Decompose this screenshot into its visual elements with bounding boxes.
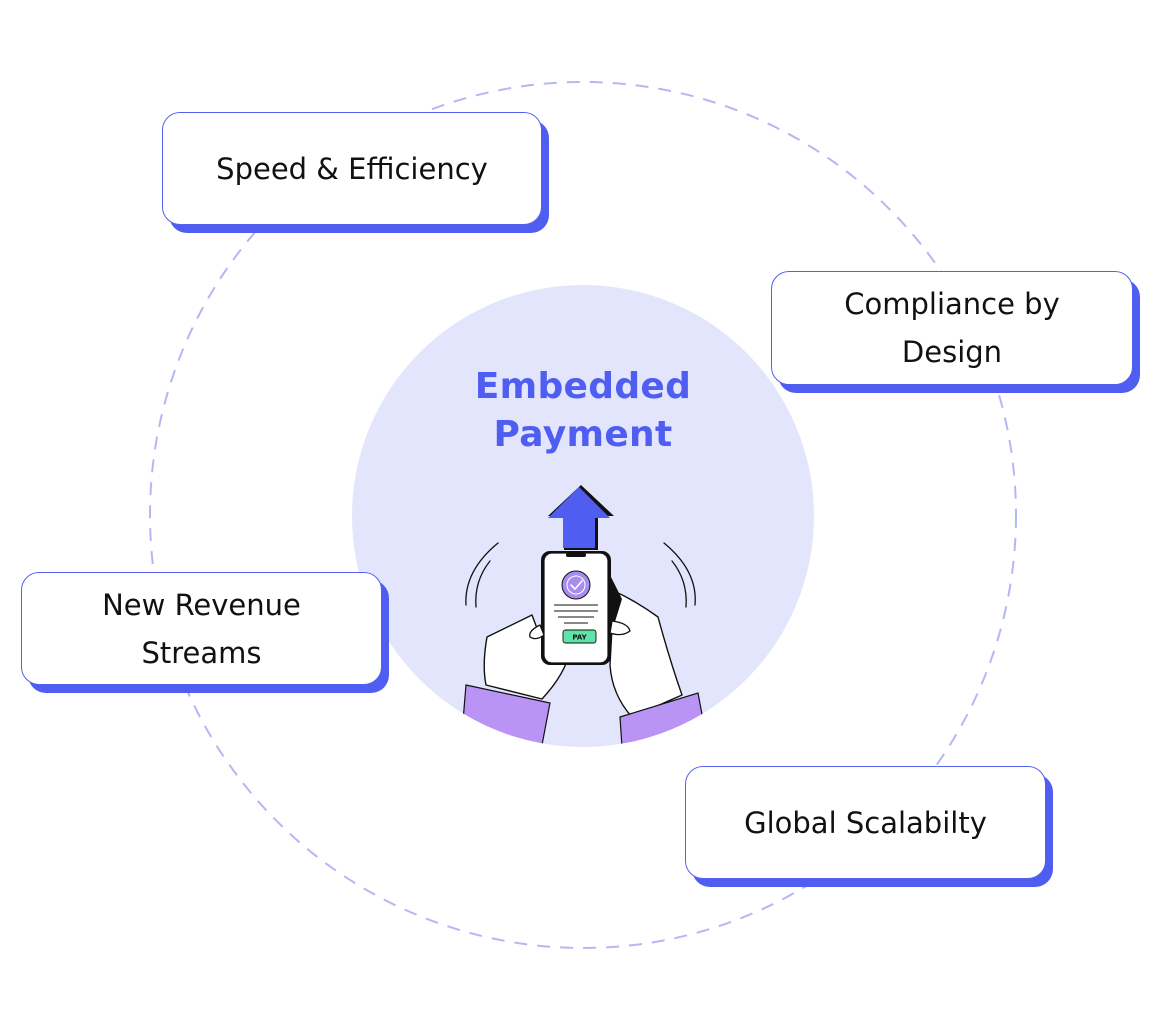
center-title: Embedded Payment <box>352 363 814 459</box>
right-hand-icon <box>606 575 705 747</box>
pay-button[interactable] <box>562 629 597 644</box>
fingers-icon <box>529 620 631 640</box>
card-label-line2: Design <box>901 335 1003 369</box>
card-label: Global Scalabilty <box>744 805 987 840</box>
center-title-line1: Embedded <box>474 366 692 407</box>
feature-card-speed-efficiency: Speed & Efficiency <box>162 112 542 225</box>
feature-card-compliance-by-design: Compliance by Design <box>771 271 1133 385</box>
card-label-line1: New Revenue <box>102 587 301 622</box>
center-title-line2: Payment <box>493 414 673 455</box>
payment-illustration: PAY <box>461 485 705 747</box>
card-label-line1: Compliance by <box>844 287 1060 321</box>
feature-card-new-revenue-streams: New Revenue Streams <box>21 572 382 685</box>
card-label-line2: Streams <box>141 635 262 670</box>
card-label: Speed & Efficiency <box>216 151 488 186</box>
left-hand-icon <box>461 614 571 746</box>
feature-card-global-scalability: Global Scalabilty <box>685 766 1046 879</box>
center-hub: Embedded Payment <box>352 285 814 747</box>
checkmark-icon <box>570 580 583 590</box>
up-arrow-icon <box>548 485 614 550</box>
pay-button-label: PAY <box>572 634 587 642</box>
vibration-lines-icon <box>465 542 696 608</box>
smartphone-icon: PAY <box>541 551 611 665</box>
check-circle-icon <box>561 570 591 600</box>
